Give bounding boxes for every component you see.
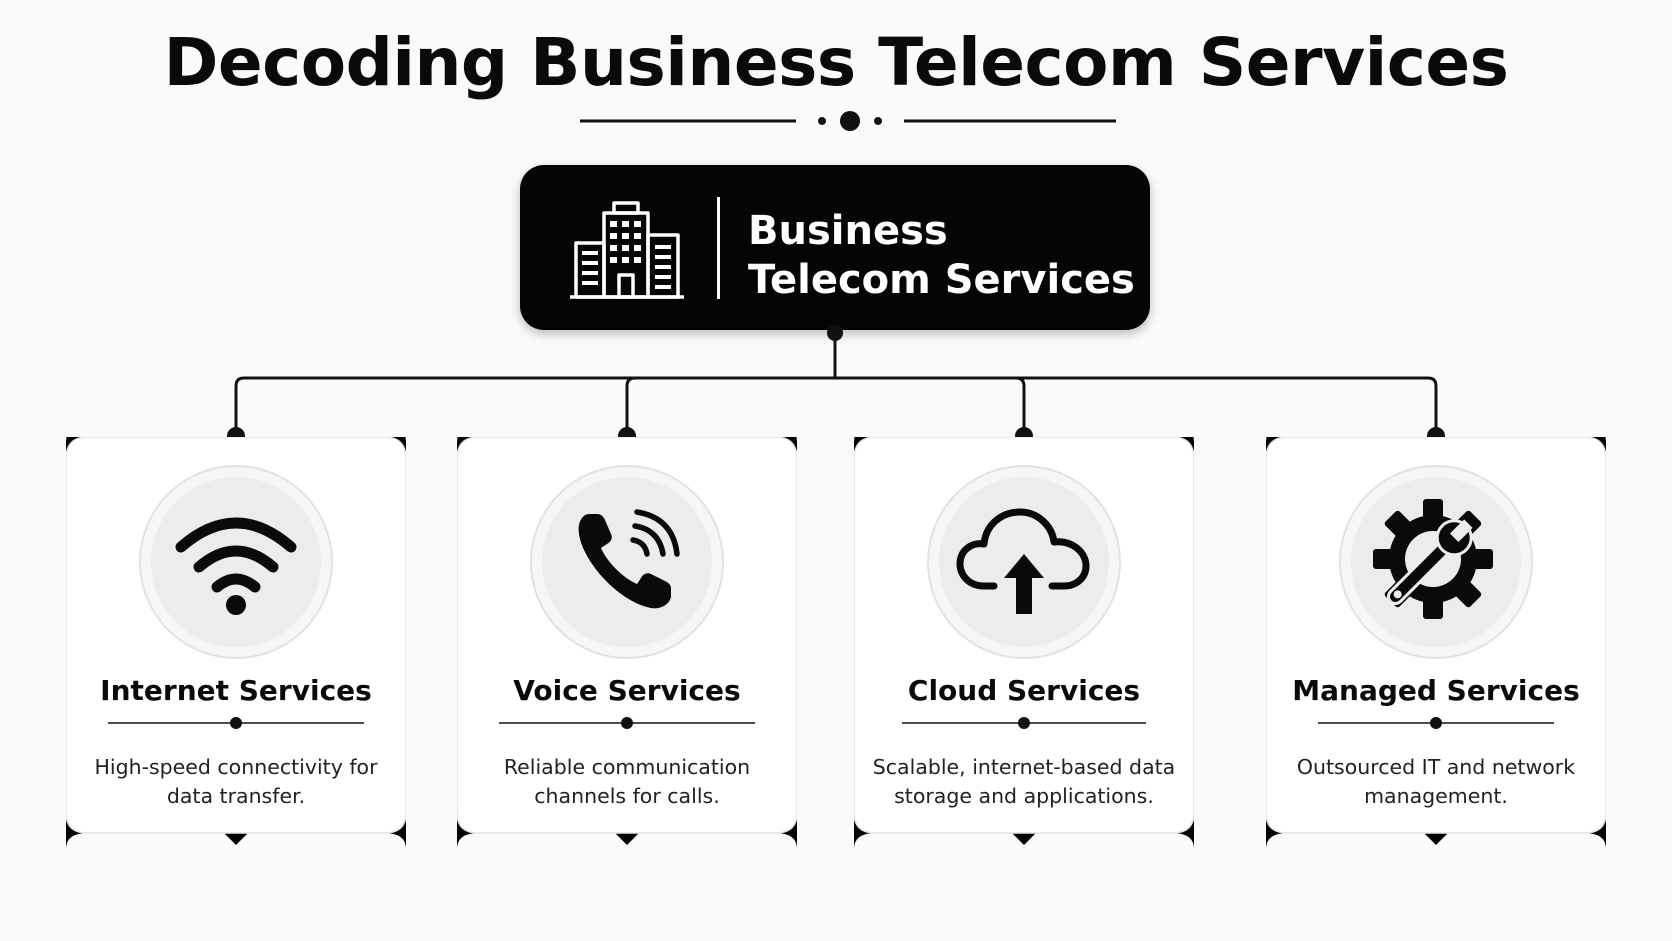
card-divider — [902, 717, 1146, 729]
title-divider — [580, 111, 1116, 131]
card-divider — [499, 717, 755, 729]
card-description: Outsourced IT and network management. — [1296, 755, 1576, 808]
icon-circle — [929, 467, 1119, 657]
service-card-cloud: Cloud Services Scalable, internet-based … — [854, 437, 1194, 859]
page-title: Decoding Business Telecom Services — [163, 24, 1509, 101]
office-building-icon — [570, 201, 684, 299]
root-node: Business Telecom Services — [520, 165, 1150, 330]
wifi-icon — [175, 517, 297, 615]
service-card-internet: Internet Services High-speed connectivit… — [66, 437, 406, 859]
service-card-managed: Managed Services Outsourced IT and netwo… — [1266, 437, 1606, 859]
card-description: Scalable, internet-based data storage an… — [872, 755, 1176, 808]
phone-ringing-icon — [578, 509, 680, 609]
service-card-voice: Voice Services Reliable communication ch… — [457, 437, 797, 859]
card-title: Cloud Services — [907, 674, 1141, 707]
card-description: High-speed connectivity for data transfe… — [94, 755, 378, 808]
gear-wrench-icon — [1373, 499, 1493, 619]
cloud-upload-icon — [956, 508, 1090, 614]
icon-circle — [1341, 467, 1531, 657]
card-title: Internet Services — [100, 674, 372, 707]
card-title: Voice Services — [513, 674, 741, 707]
card-divider — [108, 717, 364, 729]
root-separator — [717, 197, 720, 299]
icon-circle — [532, 467, 722, 657]
card-description: Reliable communication channels for call… — [503, 755, 751, 808]
card-divider — [1318, 717, 1554, 729]
card-title: Managed Services — [1292, 674, 1580, 707]
icon-circle — [141, 467, 331, 657]
tree-connectors — [227, 325, 1445, 445]
root-label: Business Telecom Services — [748, 208, 1135, 303]
